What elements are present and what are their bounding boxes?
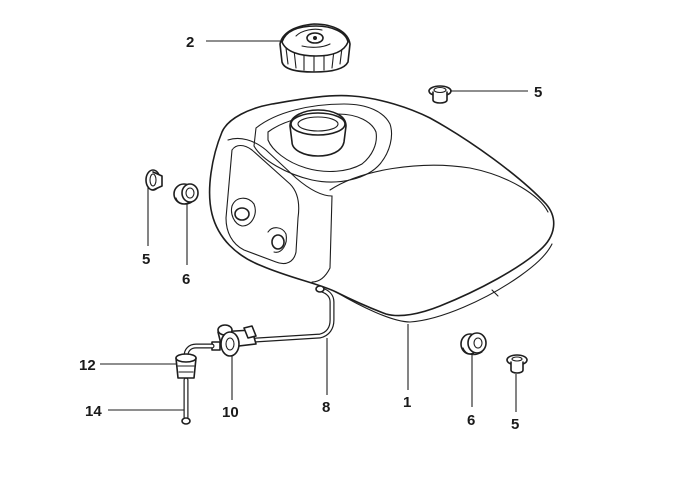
bolt-bottom-right <box>506 354 528 374</box>
callout-5-right: 5 <box>511 416 519 433</box>
callout-12: 12 <box>79 357 96 374</box>
callout-1: 1 <box>403 394 411 411</box>
leader-lines <box>100 40 528 412</box>
fuel-hose <box>253 285 335 343</box>
callout-5-top: 5 <box>534 84 542 101</box>
bolt-left <box>145 169 163 191</box>
fuel-valve <box>211 324 257 357</box>
grommet-bottom-right <box>460 332 487 356</box>
callout-14: 14 <box>85 403 102 420</box>
callout-2: 2 <box>186 34 194 51</box>
fuel-cap <box>279 23 351 73</box>
fuel-tank <box>208 94 555 323</box>
filter-outlet-hose <box>181 377 191 425</box>
callout-8: 8 <box>322 399 330 416</box>
callout-5-left: 5 <box>142 251 150 268</box>
callout-10: 10 <box>222 404 239 421</box>
grommet-left <box>173 183 199 205</box>
callout-6-left: 6 <box>182 271 190 288</box>
bolt-top-right <box>428 85 452 104</box>
callout-6-right: 6 <box>467 412 475 429</box>
fuel-filter <box>175 343 215 379</box>
